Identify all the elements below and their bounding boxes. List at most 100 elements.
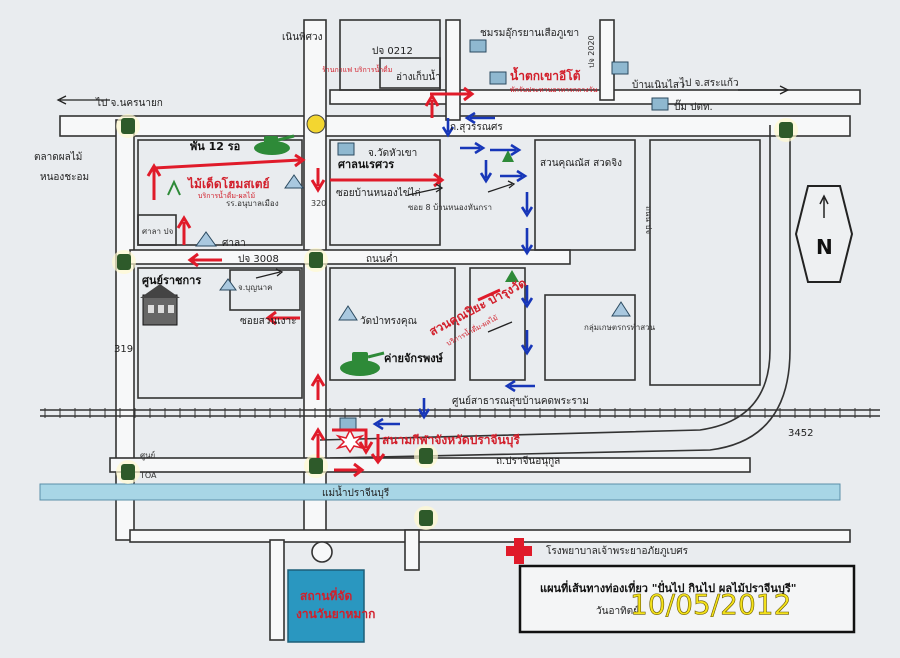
tree-icon <box>505 270 519 282</box>
red-route <box>146 86 501 478</box>
triangle-landmark-icon <box>195 231 217 247</box>
label-to-srakaeo: ไป จ.สระแก้ว <box>679 77 739 89</box>
road-east-curve <box>319 125 771 441</box>
triangle-landmark-icon <box>284 174 304 189</box>
label-noenphitsuang: เนินพิศวง <box>282 32 323 43</box>
stadium-icon <box>335 428 365 454</box>
traffic-light-icon <box>304 248 328 272</box>
block-east <box>649 139 761 386</box>
label-sunratchakan: ศูนย์ราชการ <box>142 274 201 288</box>
label-small-top: ร้านกาแฟ บริการน้ำดื่ม <box>322 63 392 74</box>
label-chomrom: ชมรมอุ๊กรยานเสือภูเขา <box>480 27 579 39</box>
label-sala-box: ศาลา ปจ <box>142 227 174 236</box>
block-top <box>339 19 441 91</box>
legend-title: แผนที่เส้นทางท่องเที่ยว "ปั่นไป กินไป ผล… <box>540 580 797 596</box>
date-stamp: 10/05/2012 <box>630 588 791 621</box>
label-road-sign: ถนน ปจ <box>644 206 653 234</box>
road-east-curve-2 <box>329 125 791 459</box>
label-suankhun: สวนคุณณัส สวดจิง <box>540 158 622 169</box>
block-klumkaset <box>544 294 636 381</box>
traffic-light-icon <box>112 250 136 274</box>
label-poc0212: ปจ 0212 <box>372 46 413 57</box>
triangle-landmark-icon <box>219 278 237 291</box>
label-soisuanngo: ซอยสวนเงาะ <box>240 316 297 327</box>
label-namtok-sub: พักรับประทานอาหารกลางวัน <box>510 86 598 94</box>
legend-box <box>518 564 856 634</box>
traffic-light-icon <box>414 506 438 530</box>
event-venue-title: สถานที่จัด <box>300 587 352 603</box>
label-road-320: 320 <box>311 199 326 208</box>
building-sanamkila <box>339 417 357 431</box>
pointer-arrows <box>56 85 790 333</box>
block-suankhun <box>469 267 526 381</box>
road-bottom-v1 <box>269 539 285 641</box>
label-nongchasom: หนองชะอม <box>40 172 89 183</box>
road-bottom-v2 <box>404 529 420 571</box>
label-road-319: 319 <box>114 344 133 355</box>
road-2020 <box>599 19 615 101</box>
label-sala: ศาลา <box>222 238 246 249</box>
block-sala-box <box>137 214 177 246</box>
roundabout <box>311 541 333 563</box>
label-rr-anuban: รร.อนุบาลเมือง <box>226 199 279 208</box>
traffic-light-icon <box>116 114 140 138</box>
triangle-landmark-icon <box>338 305 358 321</box>
river <box>39 483 841 501</box>
road-0212 <box>445 19 461 121</box>
block-sannaresuan <box>329 139 441 246</box>
label-suwannason: ถ.สุวรรณศร <box>450 122 503 133</box>
traffic-light-icon <box>774 118 798 142</box>
compass-letter: N <box>816 235 833 259</box>
house-icon <box>140 284 180 326</box>
label-namtok: น้ำตกเขาอีโต้ <box>510 66 581 83</box>
event-venue-box <box>287 569 365 643</box>
label-pump: ปั๊ม ปตท. <box>674 99 713 113</box>
traffic-light-icon <box>116 460 140 484</box>
building-namtok <box>489 71 507 85</box>
label-soinongphai: ซอยบ้านหนองไข่ไก่ <box>336 187 421 199</box>
label-angkepnam: อ่างเก็บน้ำ <box>396 69 441 83</box>
label-phan12: พัน 12 รอ <box>190 140 240 153</box>
tank-icon <box>254 134 295 155</box>
label-mae-nam: แม่น้ำปราจีนบุรี <box>322 485 390 499</box>
label-bannoensai: บ้านเนินไสว <box>632 79 685 91</box>
building-pump <box>651 97 669 111</box>
yellow-marker <box>306 114 326 134</box>
road-bottom <box>129 529 851 543</box>
tree-icon <box>502 150 514 162</box>
legend-subtitle: วันอาทิตย์ <box>596 605 639 617</box>
blue-route <box>372 111 535 431</box>
block-maidet <box>137 139 303 246</box>
triangle-landmark-icon <box>611 301 631 317</box>
building-bannoensai <box>611 61 629 75</box>
label-maidet-sub: บริการน้ำดื่ม-ผลไม้ <box>198 189 255 200</box>
label-thanon-kham: ถนนค่ำ <box>366 251 398 265</box>
traffic-light-icon <box>414 444 438 468</box>
block-suankhunnat <box>534 139 636 251</box>
label-sun-toa: ศูนย์ <box>140 450 155 461</box>
label-khaiyakrapong: ค่ายจักรพงษ์ <box>384 352 444 365</box>
tank-icon <box>340 351 385 376</box>
label-toa: TOA <box>139 471 157 480</box>
hospital-cross-icon <box>506 538 532 564</box>
label-soi8: ซอย 8 บ้านหนองหันกรา <box>408 203 492 212</box>
label-bunyanak: จ.บุญนาค <box>238 283 272 292</box>
label-watpa: วัดป่าทรงคุณ <box>360 316 417 327</box>
compass-icon <box>794 185 854 283</box>
railway-ties <box>44 408 871 418</box>
label-maidet: ไม้เด็ดโฮมสเตย์ <box>186 176 270 191</box>
label-prachinanukun: ถ.ปราจีนอนุกูล <box>496 455 560 467</box>
block-watpa <box>329 267 456 381</box>
label-hospital: โรงพยาบาลเจ้าพระยาอภัยภูเบศร <box>546 544 689 557</box>
label-sunpracharak: ศูนย์สาธารณสุขบ้านคดพระราม <box>452 395 589 407</box>
label-wathuakhao: จ.วัดหัวเขา <box>368 148 417 159</box>
label-to-nakhonnayok: ไป จ.นครนายก <box>95 97 163 109</box>
event-venue-subtitle: งานวันยาหมาก <box>296 607 375 621</box>
label-poc2020: ปจ 2020 <box>587 35 596 68</box>
building-sannaresuan <box>337 142 355 156</box>
label-sannaresuan: ศาลนเรศวร <box>338 158 394 171</box>
label-talat: ตลาดผลไม้ <box>34 151 82 163</box>
label-road-3452: 3452 <box>788 428 813 439</box>
label-klumkaset: กลุ่มเกษตรกรทำสวน <box>584 323 656 332</box>
